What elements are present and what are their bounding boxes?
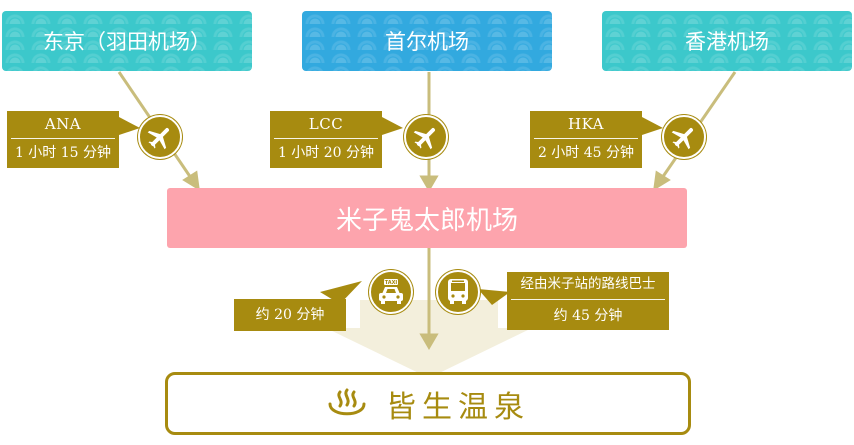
carrier-name: ANA bbox=[44, 115, 82, 133]
carrier-name: LCC bbox=[308, 115, 344, 133]
destination-name: 皆生温泉 bbox=[386, 389, 530, 425]
bus-route: 经由米子站的路线巴士 bbox=[520, 276, 656, 292]
divider bbox=[511, 299, 665, 300]
bus-route-label: 经由米子站的路线巴士 约 45 分钟 bbox=[507, 272, 669, 330]
flight-duration: 1 小时 15 分钟 bbox=[14, 145, 112, 161]
flight-label-ana: ANA 1 小时 15 分钟 bbox=[7, 111, 119, 168]
hub-airport: 米子鬼太郎机场 bbox=[167, 188, 687, 248]
flight-label-lcc: LCC 1 小时 20 分钟 bbox=[270, 111, 382, 168]
taxi-duration-label: 约 20 分钟 bbox=[234, 299, 346, 331]
taxi-sign: TAXI bbox=[385, 280, 398, 286]
bus-icon bbox=[436, 270, 480, 314]
origin-name: 香港机场 bbox=[685, 30, 769, 54]
origin-tokyo-haneda: 东京（羽田机场） bbox=[2, 11, 252, 71]
origin-name: 东京（羽田机场） bbox=[43, 30, 211, 54]
divider bbox=[534, 138, 638, 139]
divider bbox=[274, 138, 378, 139]
bus-duration: 约 45 分钟 bbox=[553, 308, 623, 324]
airplane-icon bbox=[404, 115, 448, 159]
airplane-icon bbox=[662, 115, 706, 159]
airplane-icon bbox=[138, 115, 182, 159]
destination-onsen: 皆生温泉 bbox=[165, 372, 691, 435]
hub-name: 米子鬼太郎机场 bbox=[335, 205, 518, 236]
flight-label-hka: HKA 2 小时 45 分钟 bbox=[530, 111, 642, 168]
flight-duration: 2 小时 45 分钟 bbox=[537, 145, 635, 161]
origin-hong-kong: 香港机场 bbox=[602, 11, 852, 71]
origin-seoul: 首尔机场 bbox=[302, 11, 552, 71]
origin-name: 首尔机场 bbox=[385, 30, 469, 54]
carrier-name: HKA bbox=[567, 115, 604, 133]
divider bbox=[11, 138, 115, 139]
flight-duration: 1 小时 20 分钟 bbox=[277, 145, 375, 161]
taxi-duration: 约 20 分钟 bbox=[255, 307, 325, 323]
taxi-icon: TAXI bbox=[369, 270, 413, 314]
hot-spring-icon bbox=[328, 388, 366, 415]
